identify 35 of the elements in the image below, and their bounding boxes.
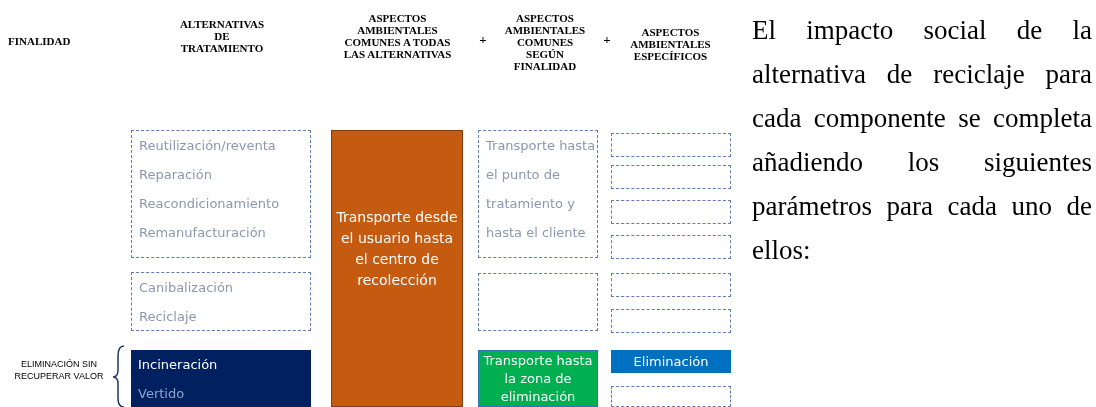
dashed-box (611, 133, 731, 157)
node-text: Reciclaje (138, 308, 198, 326)
dashed-box (611, 386, 731, 407)
dashed-box (611, 273, 731, 297)
column-header: ALTERNATIVAS DE TRATAMIENTO (178, 18, 266, 54)
dashed-box (478, 273, 598, 331)
plus-sign: + (602, 34, 612, 46)
dashed-box (131, 130, 311, 258)
node-text: Eliminación (632, 352, 710, 371)
node-text: Canibalización (138, 279, 235, 297)
node-text: Reparación (138, 166, 213, 184)
node-text: Transporte hasta la zona de eliminación (482, 351, 594, 406)
node-text: Reacondicionamiento (138, 195, 281, 213)
node-text: Incineración (137, 356, 219, 374)
plus-sign: + (478, 34, 488, 46)
treatment-box (131, 350, 311, 407)
dashed-box (611, 309, 731, 333)
column-header: FINALIDAD (8, 35, 72, 47)
dashed-box (478, 130, 598, 258)
paragraph: El impacto social de la alternativa de reciclaje para cada componente se completa añadiendo los siguientes parámetros para cada uno de ellos: (752, 14, 1092, 267)
elimination-box (611, 350, 731, 373)
column-header: ASPECTOS AMBIENTALES COMUNES SEGÚN FINALIDAD (503, 12, 587, 72)
column-header: ASPECTOS AMBIENTALES COMUNES A TODAS LAS ALTERNATIVAS (342, 12, 453, 60)
dashed-box (611, 165, 731, 189)
node-text: Remanufacturación (138, 224, 267, 242)
dashed-box (611, 235, 731, 259)
row-label: ELIMINACIÓN SIN RECUPERAR VALOR (13, 358, 105, 382)
transport-box (331, 130, 463, 407)
node-text: Transporte desde el usuario hasta el centro de recolección (335, 207, 459, 290)
dashed-box (611, 200, 731, 224)
node-text: Transporte hasta el punto de tratamiento y hasta el cliente (485, 137, 597, 242)
node-text: Reutilización/reventa (138, 137, 277, 155)
column-header: ASPECTOS AMBIENTALES ESPECÍFICOS (629, 26, 712, 62)
dashed-box (131, 272, 311, 331)
node-text: Vertido (137, 385, 186, 403)
